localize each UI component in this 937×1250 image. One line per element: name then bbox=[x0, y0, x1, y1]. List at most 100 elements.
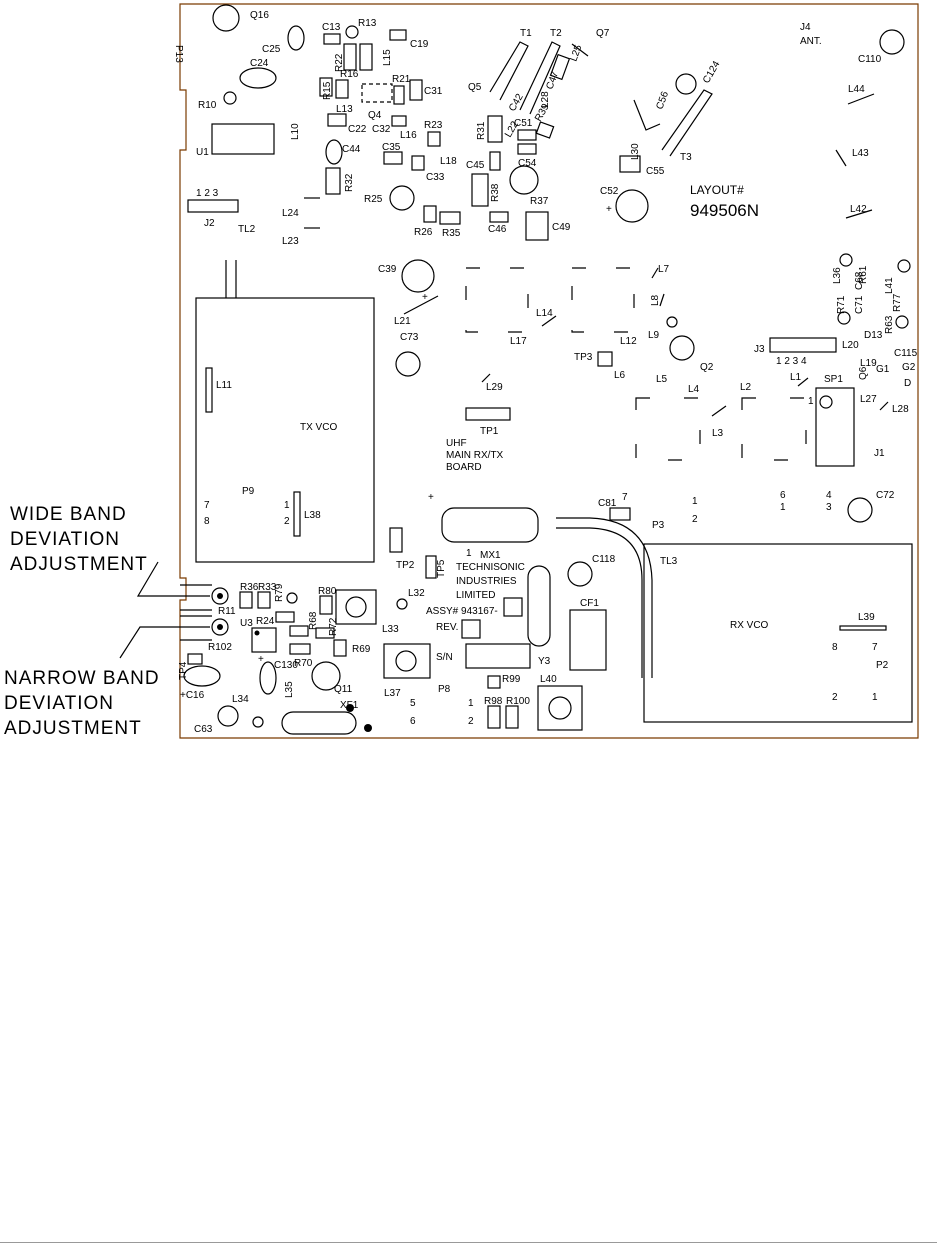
ref-L17: L17 bbox=[510, 336, 527, 347]
C47-part bbox=[549, 53, 571, 81]
wide-band-line1: WIDE BAND bbox=[10, 504, 127, 525]
narrow-band-pot[interactable] bbox=[211, 618, 229, 636]
ref-C19: C19 bbox=[410, 39, 429, 50]
ref-R37: R37 bbox=[530, 196, 549, 207]
ref-Q6: Q6 bbox=[858, 366, 869, 380]
R39-part bbox=[535, 121, 555, 139]
ref-L9: L9 bbox=[648, 330, 660, 341]
L15-part bbox=[359, 43, 373, 71]
ref-Q7: Q7 bbox=[596, 28, 610, 39]
L2-shield bbox=[741, 397, 807, 461]
C130-part bbox=[259, 661, 277, 695]
ref-J2: J2 bbox=[204, 218, 215, 229]
mfr-1: TECHNISONIC bbox=[456, 562, 525, 573]
ref-C13: C13 bbox=[322, 22, 341, 33]
p8-pin5: 5 bbox=[410, 698, 416, 709]
L3-part bbox=[711, 405, 727, 417]
ref-G1: G1 bbox=[876, 364, 890, 375]
R100-part bbox=[505, 705, 519, 729]
Q16-part bbox=[212, 4, 240, 32]
ref-G2: G2 bbox=[902, 362, 916, 373]
p8-pin6: 6 bbox=[410, 716, 416, 727]
mfr-2: INDUSTRIES bbox=[456, 576, 517, 587]
C19-part bbox=[389, 29, 407, 41]
ref-R100: R100 bbox=[506, 696, 530, 707]
ref-SP1: SP1 bbox=[824, 374, 843, 385]
R79-part bbox=[286, 592, 298, 604]
ref-C72: C72 bbox=[876, 490, 895, 501]
SP1-pin bbox=[819, 395, 833, 409]
R22-part bbox=[343, 43, 357, 71]
rx-vco-label: RX VCO bbox=[730, 620, 769, 631]
p9-pin7: 7 bbox=[204, 500, 210, 511]
ref-R70: R70 bbox=[294, 658, 313, 669]
ref-C71: C71 bbox=[854, 295, 865, 314]
C110-part bbox=[879, 29, 905, 55]
j2-pins: 1 2 3 bbox=[196, 188, 219, 199]
p3-pin7: 7 bbox=[622, 492, 628, 503]
ref-R71: R71 bbox=[836, 295, 847, 314]
ref-C35: C35 bbox=[382, 142, 401, 153]
ref-C56: C56 bbox=[654, 90, 671, 111]
J2-part bbox=[187, 199, 239, 213]
ref-R80: R80 bbox=[318, 586, 337, 597]
ref-P9: P9 bbox=[242, 486, 255, 497]
R31-part bbox=[487, 115, 503, 143]
ref-R10: R10 bbox=[198, 100, 217, 111]
R16-part bbox=[335, 79, 349, 99]
pin1: 1 bbox=[780, 502, 786, 513]
ref-L25: L25 bbox=[568, 43, 584, 63]
ref-R68: R68 bbox=[308, 611, 319, 630]
U3-part bbox=[251, 627, 277, 653]
C31-part bbox=[409, 79, 423, 101]
ref-P8: P8 bbox=[438, 684, 451, 695]
ref-L15: L15 bbox=[382, 49, 393, 66]
ref-R61: R61 bbox=[858, 265, 869, 284]
ref-L7: L7 bbox=[658, 264, 670, 275]
C72-part bbox=[847, 497, 873, 523]
L33-part bbox=[335, 589, 377, 625]
J3-part bbox=[769, 337, 837, 353]
p2-pin1: 1 bbox=[872, 692, 878, 703]
R38-part bbox=[471, 173, 489, 207]
ref-R13: R13 bbox=[358, 18, 377, 29]
ref-U1: U1 bbox=[196, 147, 209, 158]
L43-part bbox=[835, 149, 847, 167]
C118-part bbox=[567, 561, 593, 587]
R36-part bbox=[239, 591, 253, 609]
ref-P13: P13 bbox=[173, 45, 184, 63]
narrow-band-line3: ADJUSTMENT bbox=[4, 718, 142, 739]
C44-part bbox=[325, 139, 343, 165]
ref-L12: L12 bbox=[620, 336, 637, 347]
ref-P3: P3 bbox=[652, 520, 665, 531]
L40-part bbox=[537, 685, 583, 731]
ref-C51: C51 bbox=[514, 118, 533, 129]
ref-C25: C25 bbox=[262, 44, 281, 55]
L36-part bbox=[839, 253, 853, 267]
p8-pin1: 1 bbox=[468, 698, 474, 709]
p2-pin7: 7 bbox=[872, 642, 878, 653]
L8-part bbox=[659, 293, 665, 307]
ref-L41: L41 bbox=[884, 277, 895, 294]
layout-number: 949506N bbox=[690, 201, 759, 220]
antenna-label: ANT. bbox=[800, 36, 822, 47]
wide-band-pot[interactable] bbox=[211, 587, 229, 605]
ref-R22: R22 bbox=[334, 53, 345, 72]
assy-box bbox=[503, 597, 523, 617]
L9-part bbox=[666, 316, 678, 328]
R33-part bbox=[257, 591, 271, 609]
sn-box bbox=[465, 643, 531, 669]
ref-L20: L20 bbox=[842, 340, 859, 351]
L40-core bbox=[548, 696, 572, 720]
C39-part bbox=[401, 259, 435, 293]
ref-C54: C54 bbox=[518, 158, 537, 169]
p3-pin2: 2 bbox=[692, 514, 698, 525]
ref-R72: R72 bbox=[328, 617, 339, 636]
ref-L35: L35 bbox=[284, 681, 295, 698]
C54-part bbox=[509, 165, 539, 195]
ref-L5: L5 bbox=[656, 374, 668, 385]
ref-C68: C68 bbox=[854, 271, 865, 290]
ref-Q5: Q5 bbox=[468, 82, 482, 93]
L28b-part bbox=[879, 401, 889, 411]
C25-part bbox=[287, 25, 305, 51]
